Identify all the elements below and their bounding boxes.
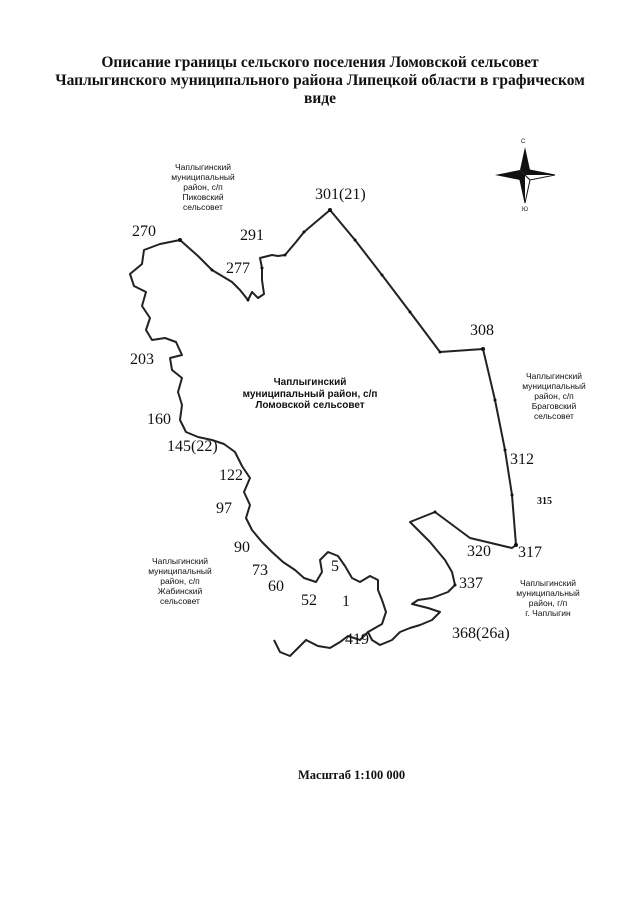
point-label-291: 291 [240,227,264,244]
point-label-315: 315 [537,496,552,507]
point-label-122: 122 [219,467,243,484]
compass-rose-icon [495,147,556,204]
bragovsky-line-5: сельсовет [534,411,574,421]
point-label-73: 73 [252,562,268,579]
title-line-2: Чаплыгинского муниципального района Липе… [55,72,585,89]
center-label-line-2: муниципальный район, с/п [242,388,378,400]
pikovsky-line-1: Чаплыгинский [174,162,232,172]
map-scale: Масштаб 1:100 000 [298,768,406,782]
point-label-301: 301(21) [315,186,366,203]
point-label-160: 160 [147,411,171,428]
pikovsky-line-4: Пиковский [182,192,224,202]
map-title: Описание границы сельского поселения Лом… [20,54,620,108]
point-label-145: 145(22) [167,438,218,455]
point-label-320: 320 [467,543,491,560]
zhabinsky-line-4: Жабинский [157,586,203,596]
compass-south-label: Ю [522,207,529,213]
point-label-337: 337 [459,575,483,592]
center-district-label: Чаплыгинский муниципальный район, с/п Ло… [225,377,395,412]
bragovsky-line-1: Чаплыгинский [525,371,583,381]
pikovsky-line-2: муниципальный [171,172,235,182]
neighbor-bragovsky-label: Чаплыгинский муниципальный район, с/п Бр… [518,371,590,421]
center-label-line-1: Чаплыгинский [273,377,347,388]
point-label-52: 52 [301,592,317,609]
point-label-317: 317 [518,544,542,561]
boundary-detail [273,631,369,658]
neighbor-pikovsky-label: Чаплыгинский муниципальный район, с/п Пи… [168,162,238,212]
point-label-312: 312 [510,451,534,468]
pikovsky-line-5: сельсовет [183,202,223,212]
zhabinsky-line-2: муниципальный [148,566,212,576]
chaplygin-line-2: муниципальный [516,588,580,598]
neighbor-chaplygin-label: Чаплыгинский муниципальный район, г/п г.… [508,578,588,618]
bragovsky-line-2: муниципальный [522,381,586,391]
point-label-270: 270 [132,223,156,240]
point-label-97: 97 [216,500,232,517]
bragovsky-line-4: Браговский [531,401,577,411]
point-label-203: 203 [130,351,154,368]
center-label-line-3: Ломовской сельсовет [255,400,365,411]
chaplygin-line-3: район, г/п [528,598,568,608]
settlement-boundary [129,209,517,646]
point-label-308: 308 [470,322,494,339]
bragovsky-line-3: район, с/п [534,391,574,401]
chaplygin-line-4: г. Чаплыгин [525,608,571,618]
title-line-3: виде [303,90,337,107]
compass-north-label: С [521,139,526,145]
point-label-277: 277 [226,260,250,277]
zhabinsky-line-1: Чаплыгинский [151,556,209,566]
zhabinsky-line-3: район, с/п [160,576,200,586]
point-label-1: 1 [342,593,350,610]
title-line-1: Описание границы сельского поселения Лом… [101,54,539,71]
point-label-5: 5 [331,558,339,575]
neighbor-zhabinsky-label: Чаплыгинский муниципальный район, с/п Жа… [144,556,216,606]
vertex-dots [178,208,518,587]
pikovsky-line-3: район, с/п [183,182,223,192]
point-label-419: 419 [345,631,369,648]
point-label-60: 60 [268,578,284,595]
point-label-368: 368(26а) [452,625,510,642]
zhabinsky-line-5: сельсовет [160,596,200,606]
point-label-90: 90 [234,539,250,556]
chaplygin-line-1: Чаплыгинский [519,578,577,588]
